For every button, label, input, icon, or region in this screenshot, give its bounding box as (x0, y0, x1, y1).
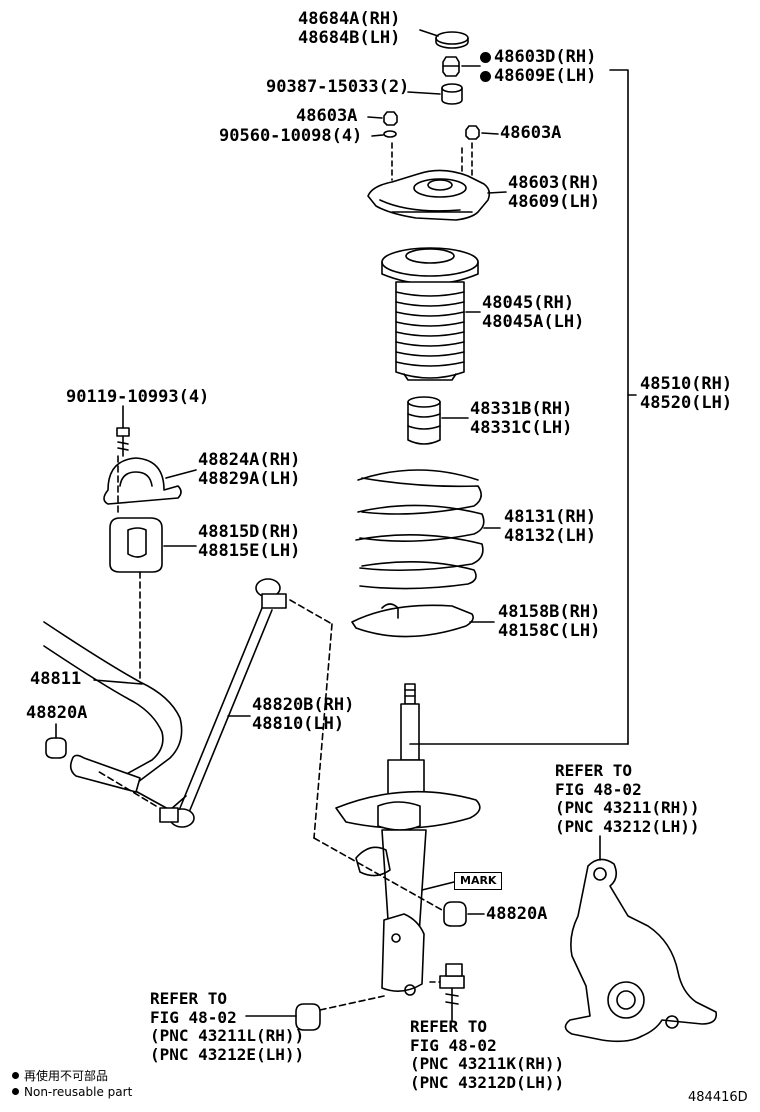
refer-lower-left: REFER TO FIG 48-02 (PNC 43211L(RH)) (PNC… (150, 989, 305, 1064)
callout-48820A-left: 48820A (26, 703, 88, 723)
callout-90560: 90560-10098(4) (219, 126, 363, 146)
callout-90119: 90119-10993(4) (66, 387, 210, 407)
callout-48158: 48158B(RH) 48158C(LH) (498, 602, 601, 641)
legend: 再使用不可部品 Non-reusable part (12, 1068, 132, 1100)
nut-icon (442, 56, 460, 77)
steering-knuckle-icon (564, 858, 718, 1043)
refer-knuckle: REFER TO FIG 48-02 (PNC 43211(RH)) (PNC … (555, 761, 700, 836)
bushing-icon (441, 83, 463, 105)
stabilizer-bushing-icon (109, 517, 163, 573)
callout-48820B: 48820B(RH) 48810(LH) (252, 695, 355, 734)
legend-english: Non-reusable part (24, 1085, 133, 1099)
washer-icon (383, 130, 397, 138)
bolt-icon (116, 427, 130, 457)
spring-seat-icon (351, 603, 474, 638)
refer-lower-right: REFER TO FIG 48-02 (PNC 43211K(RH)) (PNC… (410, 1017, 565, 1092)
callout-48820A-right: 48820A (486, 904, 548, 924)
callout-48603: 48603(RH) 48609(LH) (508, 173, 601, 212)
callout-48684: 48684A(RH) 48684B(LH) (298, 9, 401, 48)
callout-48045: 48045(RH) 48045A(LH) (482, 293, 585, 332)
callout-48815: 48815D(RH) 48815E(LH) (198, 522, 301, 561)
mark-label: MARK (454, 872, 503, 890)
callout-48510: 48510(RH) 48520(LH) (640, 374, 733, 413)
stabilizer-link-icon (159, 578, 287, 828)
filled-circle-icon (480, 52, 491, 63)
stabilizer-bar-icon (43, 621, 187, 811)
callout-48331: 48331B(RH) 48331C(LH) (470, 399, 573, 438)
stabilizer-bracket-icon (103, 457, 182, 505)
nut-icon (443, 901, 467, 927)
callout-48824: 48824A(RH) 48829A(LH) (198, 450, 301, 489)
callout-48603D: 48603D(RH) 48609E(LH) (480, 48, 596, 86)
dust-boot-icon (381, 247, 479, 381)
callout-48603A-right: 48603A (500, 123, 562, 143)
callout-48131: 48131(RH) 48132(LH) (504, 507, 597, 546)
filled-circle-icon (12, 1072, 19, 1079)
callout-48811: 48811 (30, 669, 82, 689)
diagram-code: 484416D (688, 1090, 748, 1105)
bump-stop-icon (407, 396, 441, 445)
strut-cap-icon (435, 31, 469, 49)
bolt-icon (439, 963, 465, 1021)
nut-icon (45, 737, 67, 759)
upper-support-icon (367, 169, 491, 221)
coil-spring-icon (355, 469, 485, 590)
filled-circle-icon (12, 1088, 19, 1095)
nut-icon (295, 1003, 321, 1031)
shock-absorber-icon (335, 683, 481, 996)
nut-icon (383, 111, 398, 126)
callout-48603A-left: 48603A (296, 106, 358, 126)
legend-japanese: 再使用不可部品 (24, 1069, 109, 1083)
filled-circle-icon (480, 71, 491, 82)
callout-90387: 90387-15033(2) (266, 77, 410, 97)
nut-icon (465, 125, 480, 140)
